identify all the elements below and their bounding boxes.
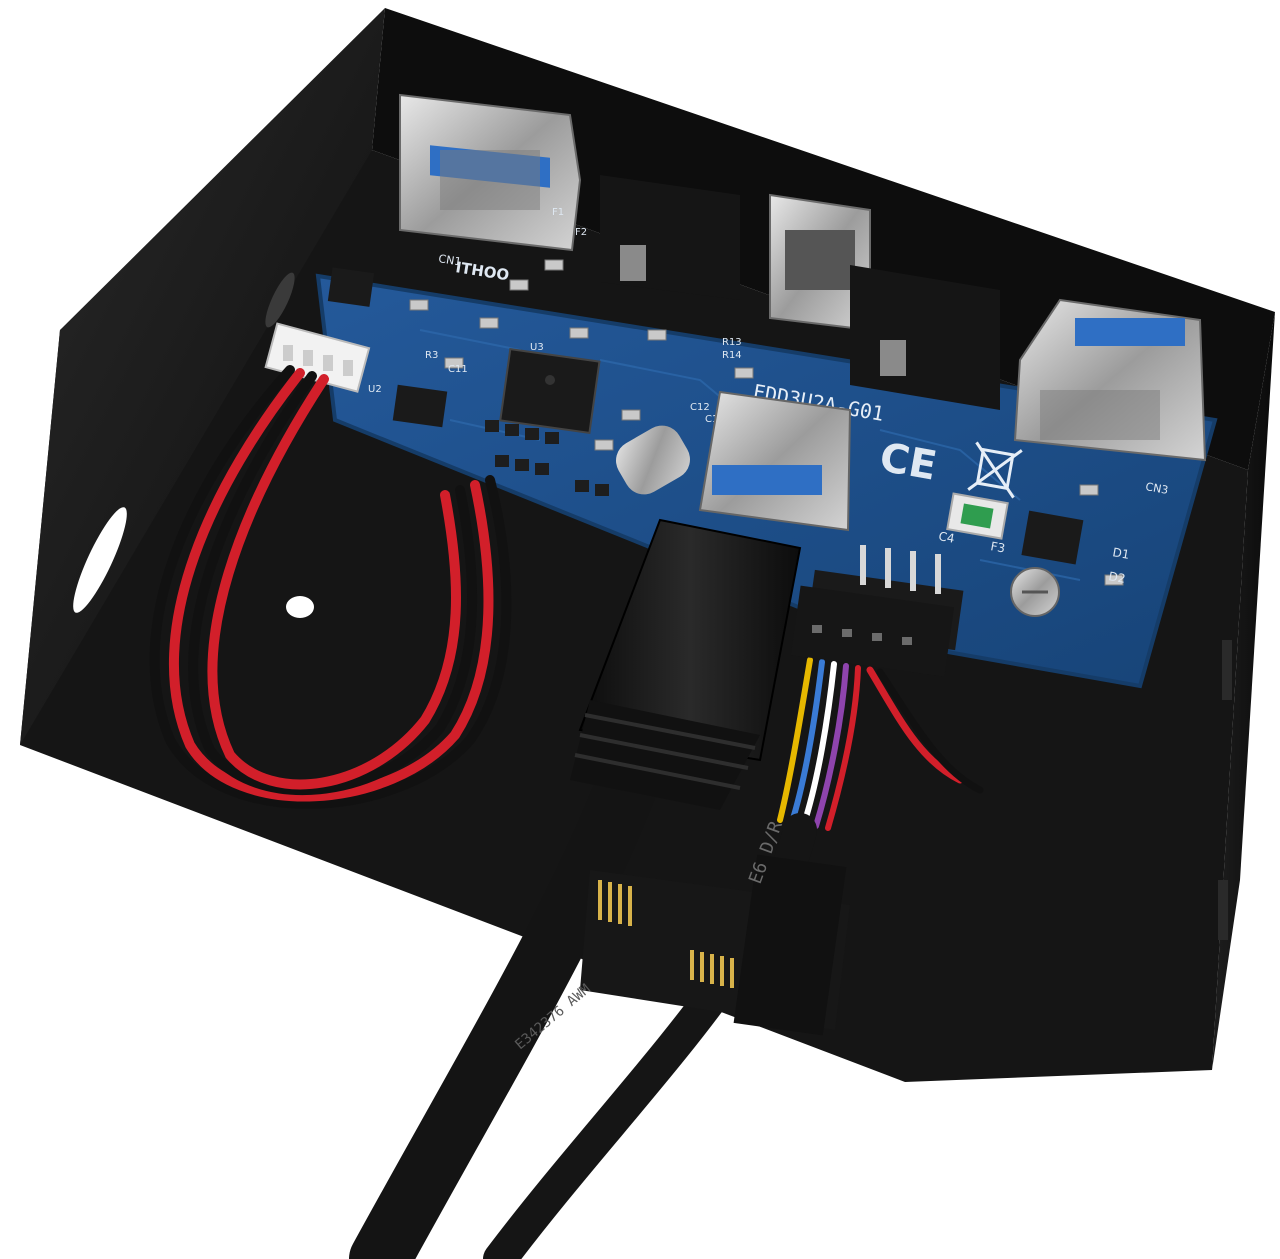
component-label: C11 — [448, 364, 468, 375]
bracket-slot — [1218, 880, 1228, 940]
crystal-oscillator — [616, 425, 690, 495]
ce-mark: CE — [876, 435, 940, 490]
usb-plug-body — [578, 518, 802, 762]
header-plug — [790, 585, 955, 677]
component-label: F2 — [575, 227, 587, 238]
transistor — [1021, 510, 1084, 565]
component-label: U3 — [530, 342, 544, 353]
sata-power-connector — [580, 854, 850, 1036]
component-label: R13 — [722, 337, 742, 348]
diode-label-1: D1 — [1111, 545, 1130, 562]
diode-label-2: D2 — [1107, 569, 1126, 586]
connector-label-1: CN1 — [438, 252, 463, 268]
bracket-slot — [73, 507, 127, 613]
component-label: R14 — [722, 350, 742, 361]
usb3-plug-cable — [349, 518, 802, 1259]
component-label: F1 — [552, 207, 564, 218]
usb-port-right — [1013, 298, 1207, 462]
component-label: C12 — [690, 402, 710, 413]
power-wire-loop — [149, 365, 512, 809]
audio-jack-1 — [600, 175, 740, 300]
component-label: R3 — [425, 350, 438, 361]
weee-bin-icon — [967, 441, 1023, 499]
mount-hole — [286, 596, 314, 618]
usb-port-left — [399, 93, 582, 252]
regulator-chip — [392, 384, 448, 428]
bracket-slot — [1222, 640, 1232, 700]
audio-jack-2 — [850, 265, 1000, 410]
cap-label: C4 — [937, 529, 955, 546]
internal-usb-port — [698, 390, 852, 532]
fuse-label: F3 — [989, 539, 1006, 555]
bracket-slot — [265, 272, 295, 328]
connector-label-2: CN3 — [1144, 480, 1169, 497]
component-label: U2 — [368, 384, 382, 395]
ic-small — [327, 267, 375, 307]
controller-chip — [499, 347, 601, 435]
